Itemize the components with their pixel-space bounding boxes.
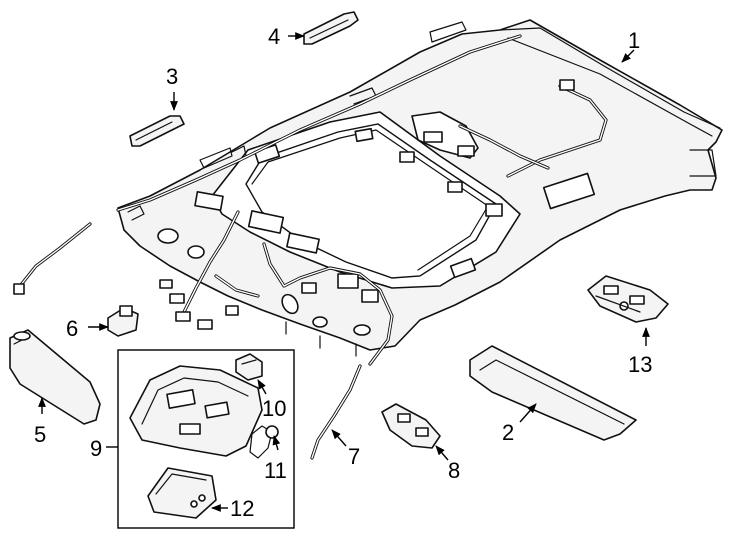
grab-handle-front <box>303 11 359 45</box>
leader-lines <box>38 32 650 512</box>
callout-11: 11 <box>264 458 287 483</box>
callout-5: 5 <box>34 422 46 447</box>
sun-visor <box>9 329 101 425</box>
rear-dome-lamp <box>587 275 669 323</box>
console-switch <box>235 353 263 381</box>
map-lamp <box>381 403 441 449</box>
grab-handle-rear <box>129 115 185 147</box>
callout-9: 9 <box>90 436 102 461</box>
callout-6: 6 <box>66 316 78 341</box>
callout-1: 1 <box>628 28 640 53</box>
callout-8: 8 <box>448 458 460 483</box>
callout-3: 3 <box>166 64 178 89</box>
insulator-pad-edge <box>479 359 625 425</box>
headliner-panel <box>117 19 723 357</box>
insulator-pad <box>469 345 637 441</box>
callout-13: 13 <box>628 352 652 377</box>
console-lens <box>147 467 217 519</box>
wiring-harness <box>13 34 608 460</box>
part-9-group-frame <box>117 349 295 529</box>
overhead-console <box>129 365 263 457</box>
callout-7: 7 <box>348 444 360 469</box>
callout-4: 4 <box>268 24 280 49</box>
console-bracket <box>249 425 279 459</box>
callout-12: 12 <box>230 496 254 521</box>
visor-clip <box>107 305 139 337</box>
callout-2: 2 <box>502 420 514 445</box>
callout-10: 10 <box>262 396 286 421</box>
